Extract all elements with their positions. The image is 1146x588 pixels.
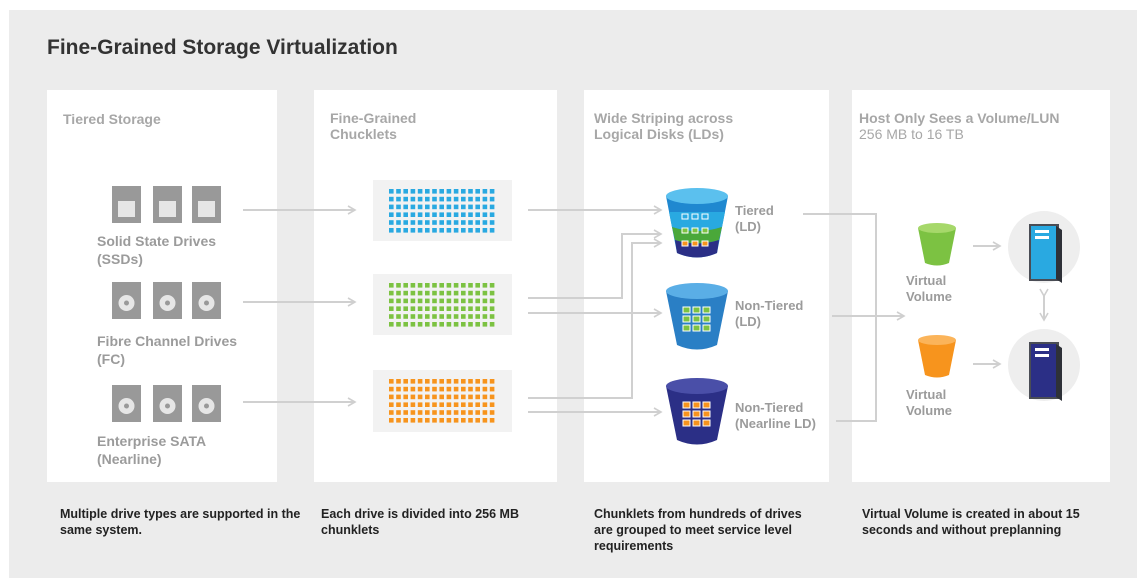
volume-to-server-arrows [973, 241, 1044, 369]
ld-label-nontiered-line2: (LD) [735, 314, 761, 329]
caption-tiered-storage: Multiple drive types are supported in th… [60, 507, 301, 537]
header-host-volume: Host Only Sees a Volume/LUN [859, 110, 1060, 126]
header-striping-line1: Wide Striping across [594, 110, 734, 126]
diagram-title: Fine-Grained Storage Virtualization [47, 36, 398, 59]
chunklet-grid-ssd [389, 189, 495, 233]
drive-to-chunklet-arrows [243, 205, 357, 407]
server-icon [1008, 211, 1080, 283]
drive-label-ssd-line2: (SSDs) [97, 251, 143, 267]
drive-label-sata-line2: (Nearline) [97, 451, 162, 467]
ld-label-tiered-line1: Tiered [735, 203, 774, 218]
drive-label-fc-line1: Fibre Channel Drives [97, 333, 238, 349]
volume-label-1-line1: Virtual [906, 273, 947, 288]
chunklet-grid-sata [389, 379, 495, 423]
volume-label-2-line2: Volume [906, 403, 952, 418]
header-chunklets-line2: Chucklets [330, 126, 397, 142]
subheader-volume-range: 256 MB to 16 TB [859, 126, 964, 142]
ld-to-volume-arrows [803, 213, 906, 422]
ld-label-nearline-line2: (Nearline LD) [735, 416, 816, 431]
chunklet-grid-fc [389, 283, 495, 327]
tiered-ld-cylinder [666, 188, 728, 258]
virtual-volume-icon [918, 223, 956, 266]
ssd-icon [112, 186, 221, 223]
volume-label-2-line1: Virtual [906, 387, 947, 402]
caption-chunklets: Each drive is divided into 256 MB chunkl… [321, 507, 519, 537]
drive-label-fc-line2: (FC) [97, 351, 125, 367]
chunklet-to-ld-arrows [528, 205, 663, 417]
nearline-ld-cylinder [666, 378, 728, 445]
disk-icon [112, 385, 221, 422]
virtual-volume-icon [918, 335, 956, 378]
ld-label-nontiered-line1: Non-Tiered [735, 298, 804, 313]
header-striping-line2: Logical Disks (LDs) [594, 126, 724, 142]
panel-host-volume [852, 90, 1110, 482]
ld-label-tiered-line2: (LD) [735, 219, 761, 234]
server-icon [1008, 329, 1080, 401]
drive-label-ssd-line1: Solid State Drives [97, 233, 217, 249]
header-tiered-storage: Tiered Storage [63, 111, 161, 127]
header-chunklets-line1: Fine-Grained [330, 110, 417, 126]
disk-icon [112, 282, 221, 319]
volume-label-1-line2: Volume [906, 289, 952, 304]
ld-label-nearline-line1: Non-Tiered [735, 400, 804, 415]
caption-host-volume: Virtual Volume is created in about 15 se… [862, 507, 1080, 537]
nontiered-ld-cylinder [666, 283, 728, 350]
caption-wide-striping: Chunklets from hundreds of drives are gr… [594, 507, 802, 553]
drive-label-sata-line1: Enterprise SATA [97, 433, 207, 449]
